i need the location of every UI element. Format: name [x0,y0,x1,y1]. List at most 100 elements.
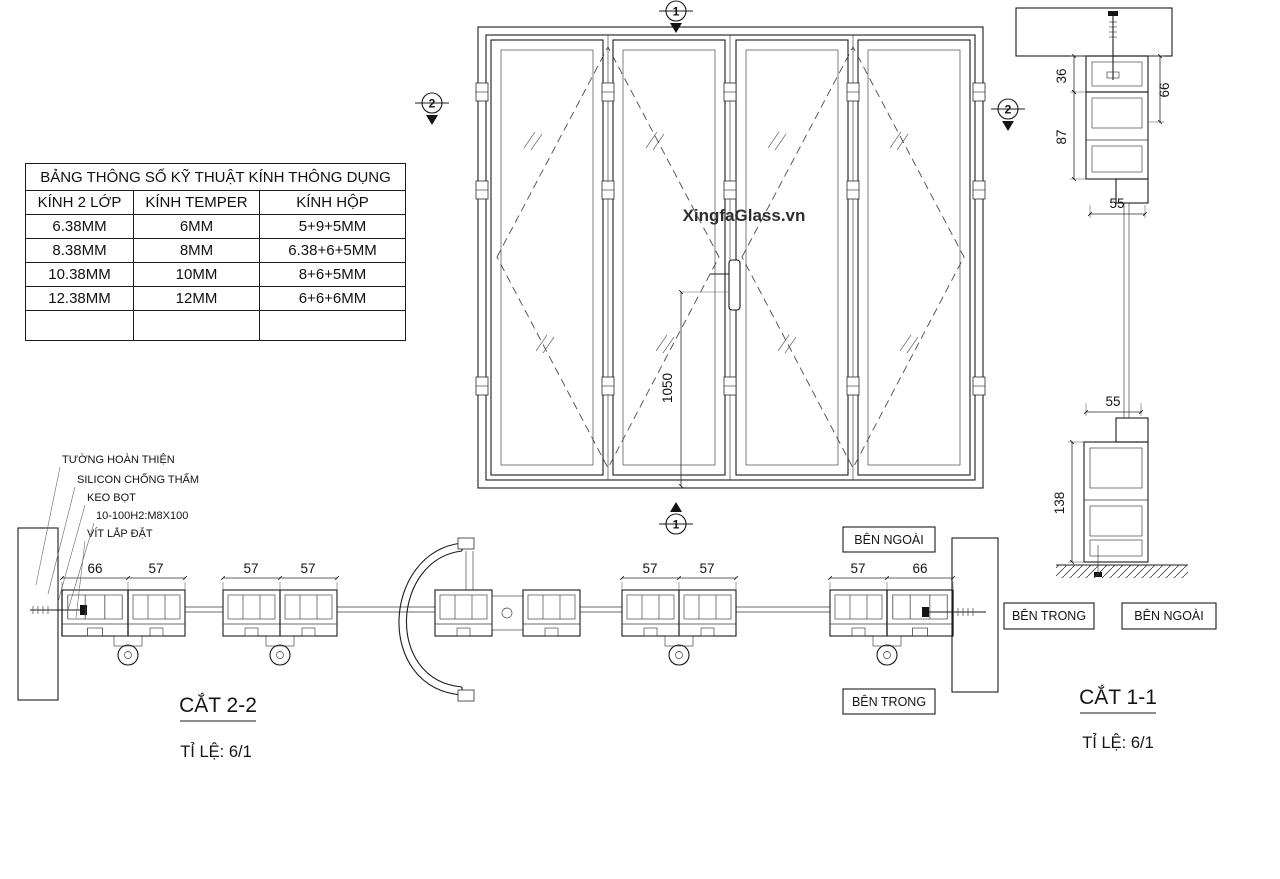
glass-reflection-mark [523,131,543,151]
hinge-pivot [872,635,902,666]
outside-label: BÊN NGOÀI [1134,608,1203,623]
dim-row: 57 57 [220,561,340,590]
spec-table-cell: 6.38MM [25,214,134,239]
glass-pane [745,49,839,466]
dim-row: 57 66 [827,561,956,590]
floor-hatch [1056,564,1188,578]
dimension-label: 57 [642,561,657,576]
dimension-label: 55 [1105,394,1120,409]
spec-table-cell: 6+6+6MM [259,286,406,311]
spec-table-cell-empty [133,310,260,341]
section-marker-left: 2 [415,92,449,125]
section-1-1-title: CẮT 1-1 [1079,685,1157,709]
callout-silicone: SILICON CHỐNG THẤM [77,472,199,486]
glass-reflection-mark [655,334,675,354]
hinge-pivot [664,635,694,666]
callout-wall-finish: TƯỜNG HOÀN THIỆN [62,453,175,466]
handle-height-dimension: 1050 [660,289,728,489]
fold-direction-dashes [741,46,965,469]
spec-table-col-header: KÍNH HỘP [259,190,406,215]
dimension-label: 57 [850,561,865,576]
spec-table-cell: 12MM [133,286,260,311]
watermark-text: XingfaGlass.vn [683,206,806,225]
spec-table-cell: 5+9+5MM [259,214,406,239]
dim-row: 57 57 [619,561,739,590]
callout-foam: KEO BỌT [87,492,136,504]
anchor-bolt-icon [922,607,986,617]
profile-group [61,589,186,666]
profile-group [222,589,338,666]
outside-label-box: BÊN NGOÀI [842,526,936,553]
section-marker-number: 2 [429,97,436,111]
glass-spec-table: BẢNG THÔNG SỐ KỸ THUẬT KÍNH THÔNG DỤNG K… [25,163,406,341]
glass-reflection-mark [535,334,555,354]
dimension-label: 66 [1157,82,1172,97]
door-panel [735,39,849,476]
glass-reflection-mark [889,131,909,151]
inside-label-box: BÊN TRONG [1003,602,1095,630]
callout-labels: TƯỜNG HOÀN THIỆN SILICON CHỐNG THẤM KEO … [35,453,199,619]
anchor-bolt-icon [1106,11,1120,80]
callout-anchor: 10-100H2:M8X100 [96,510,188,522]
section-marker-number: 2 [1005,103,1012,117]
dimension-label: 57 [300,561,315,576]
spec-table-cell: 12.38MM [25,286,134,311]
door-elevation: XingfaGlass.vn 1050 1 1 2 [415,0,1025,535]
section-2-2-title: CẮT 2-2 [179,693,257,717]
glass-connector [185,606,830,613]
spec-table-cell: 6MM [133,214,260,239]
door-frame-inner [485,34,976,481]
lintel-hatch [1015,7,1173,57]
profile-group [829,589,954,666]
inside-label: BÊN TRONG [1012,608,1086,623]
spec-table-cell: 10MM [133,262,260,287]
spec-table-title: BẢNG THÔNG SỐ KỸ THUẬT KÍNH THÔNG DỤNG [25,163,406,191]
door-panel [857,39,971,476]
glass-pane [867,49,961,466]
anchor-bolt-icon [30,605,87,615]
sill-profile [1083,417,1149,577]
dim-36: 36 [1054,53,1086,95]
glass-reflection-mark [767,131,787,151]
dim-row: 66 57 [59,561,188,590]
dimension-label: 57 [148,561,163,576]
section-marker-top: 1 [659,0,693,33]
dimension-label: 138 [1052,492,1067,515]
inside-label-box: BÊN TRONG [842,688,936,715]
fold-direction-dashes [496,46,720,469]
dim-55-bottom: 55 [1083,394,1144,416]
dimension-label: 55 [1109,196,1124,211]
dimension-label: 66 [87,561,102,576]
wall-hatch-left [17,527,59,701]
spec-table-col-header: KÍNH TEMPER [133,190,260,215]
hinge-icon [475,82,986,396]
spec-table-cell: 8MM [133,238,260,263]
glass-pane [500,49,594,466]
door-panel [490,39,604,476]
outside-label-box: BÊN NGOÀI [1121,602,1217,630]
dim-138: 138 [1052,439,1084,565]
spec-table-cell-empty [259,310,406,341]
section-2-2-view: 66 57 57 57 57 57 [17,453,999,761]
dimension-label: 57 [243,561,258,576]
door-handle [710,259,741,311]
door-panel [612,39,726,476]
glass-reflection-mark [899,334,919,354]
section-marker-number: 1 [673,5,680,19]
dim-66: 66 [1148,53,1172,125]
spec-table-cell: 8.38MM [25,238,134,263]
callout-screw: VÍT LẮP ĐẶT [87,527,153,540]
head-profile [1085,55,1149,204]
section-1-1-view: 36 87 66 55 5 [1003,7,1217,752]
dimension-label: 1050 [660,373,675,403]
pull-handle [398,537,475,702]
glass-reflection-mark [777,334,797,354]
outside-label: BÊN NGOÀI [854,532,923,547]
spec-table-cell: 6.38+6+5MM [259,238,406,263]
dimension-label: 36 [1054,68,1069,83]
dimension-label: 87 [1054,129,1069,144]
door-frame [477,26,984,489]
hinge-pivot [265,635,295,666]
section-1-1-scale: TỈ LỆ: 6/1 [1082,733,1154,752]
